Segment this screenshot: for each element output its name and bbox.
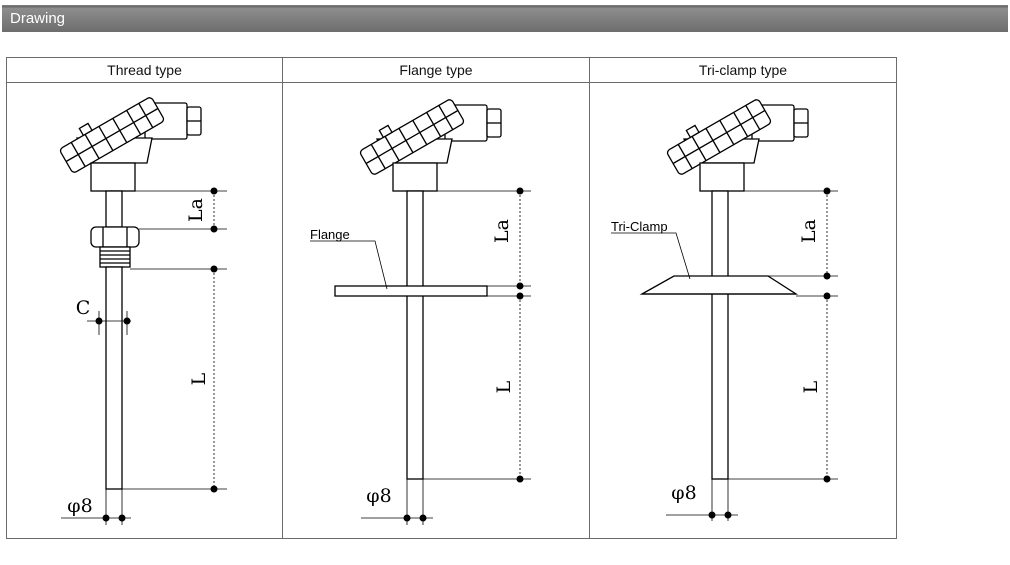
triclamp-dim-l: L	[800, 380, 822, 393]
thread-dim-c: C	[76, 297, 91, 319]
column-header-thread: Thread type	[6, 57, 283, 83]
triclamp-sheath	[711, 190, 729, 480]
flange-dim-la: La	[491, 219, 513, 243]
flange-dim-l: L	[493, 380, 515, 393]
column-header-flange: Flange type	[282, 57, 590, 83]
triclamp-dim-diameter: φ8	[671, 482, 696, 504]
flange-plate	[334, 285, 488, 297]
triclamp-terminal-head-icon	[666, 99, 809, 175]
triclamp-type-drawing: Tri-Clamp La L φ8	[611, 99, 838, 521]
flange-type-drawing: Flange La L φ8	[310, 99, 531, 525]
triclamp-dimension-dots	[708, 187, 831, 519]
thread-terminal-head-icon	[59, 97, 202, 173]
thread-sheath	[105, 266, 123, 490]
thread-dim-l: L	[188, 372, 210, 385]
triclamp-clamp	[639, 275, 799, 295]
flange-dimension-dots	[403, 187, 524, 522]
flange-sheath	[406, 190, 424, 480]
thread-type-drawing: La L C φ8	[59, 97, 227, 525]
flange-callout-label: Flange	[310, 227, 350, 242]
column-header-triclamp: Tri-clamp type	[589, 57, 897, 83]
thread-dimension-dots	[95, 187, 218, 522]
thread-hex-nut	[90, 226, 140, 248]
triclamp-type-cell: Tri-Clamp La L φ8	[589, 82, 897, 539]
thread-type-cell: La L C φ8	[6, 82, 283, 539]
drawing-table: Thread type Flange type Tri-clamp type	[6, 57, 897, 539]
thread-dimension-lines	[61, 190, 227, 525]
triclamp-callout-label: Tri-Clamp	[611, 219, 668, 234]
triclamp-neck	[699, 162, 745, 192]
flange-type-cell: Flange La L φ8	[282, 82, 590, 539]
thread-neck	[90, 162, 136, 192]
flange-dim-diameter: φ8	[366, 485, 391, 507]
thread-dim-diameter: φ8	[67, 495, 92, 517]
section-header-drawing: Drawing	[2, 5, 1008, 32]
flange-neck	[392, 162, 438, 192]
triclamp-dim-la: La	[798, 219, 820, 243]
thread-fitting	[99, 246, 131, 268]
thread-upper-stem	[105, 190, 123, 228]
thread-dim-la: La	[185, 198, 207, 222]
flange-terminal-head-icon	[359, 99, 502, 175]
